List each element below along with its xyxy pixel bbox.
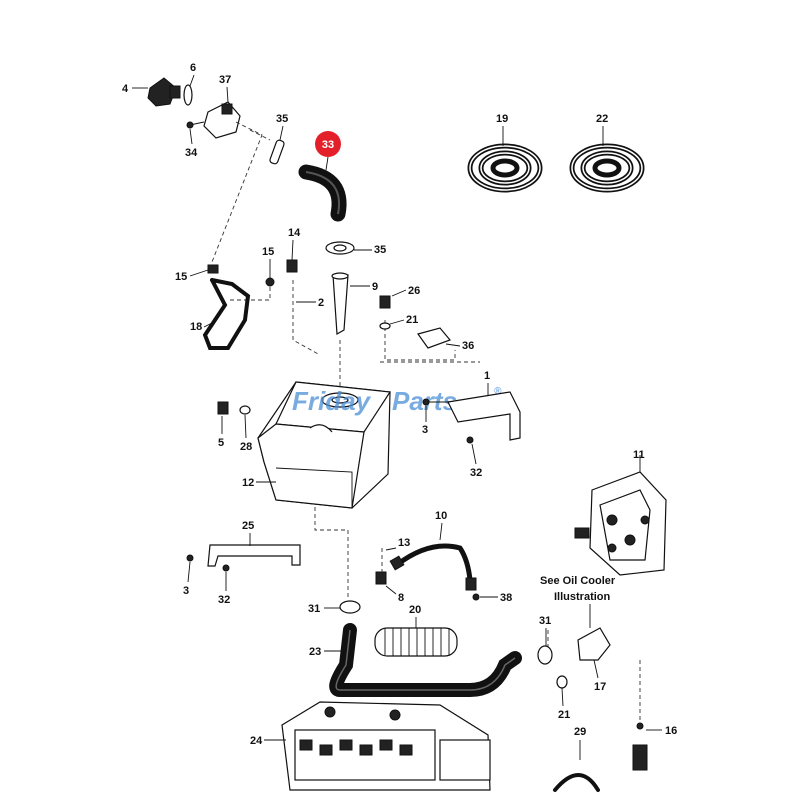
callout-15-upper: 15 [262, 246, 274, 258]
assembly-lines [211, 121, 641, 725]
callout-8: 8 [398, 592, 404, 604]
callout-11: 11 [633, 449, 645, 461]
callout-37: 37 [219, 74, 231, 86]
callout-26: 26 [408, 285, 420, 297]
callout-31-right: 31 [539, 615, 551, 627]
callout-25: 25 [242, 520, 254, 532]
callout-18: 18 [190, 321, 202, 333]
callout-5: 5 [218, 437, 224, 449]
callout-3-lower: 3 [183, 585, 189, 597]
callout-35-mid: 35 [374, 244, 386, 256]
callout-36: 36 [462, 340, 474, 352]
callout-19: 19 [496, 113, 508, 125]
filler-cap-assembly [147, 77, 241, 139]
coil-hoses [467, 143, 645, 193]
callout-24: 24 [250, 735, 263, 747]
callout-33: 33 [322, 139, 334, 151]
callout-32-upper: 32 [470, 467, 482, 479]
callout-4: 4 [122, 83, 129, 95]
callout-21-upper: 21 [406, 314, 418, 326]
svg-text:Friday: Friday [292, 386, 372, 416]
callout-labels: 4 6 37 34 35 33 19 22 35 14 15 15 9 2 26… [122, 62, 677, 760]
callout-31-left: 31 [308, 603, 320, 615]
callout-29: 29 [574, 726, 586, 738]
callout-9: 9 [372, 281, 378, 293]
control-valve [574, 455, 667, 771]
callout-34: 34 [185, 147, 198, 159]
callout-2: 2 [318, 297, 324, 309]
callout-28: 28 [240, 441, 252, 453]
callout-10: 10 [435, 510, 447, 522]
callout-1: 1 [484, 370, 490, 382]
callout-35-top: 35 [276, 113, 288, 125]
hydraulic-tank [257, 381, 392, 509]
callout-32-lower: 32 [218, 594, 230, 606]
clamps-and-guard [339, 600, 458, 657]
callout-15-lower: 15 [175, 271, 187, 283]
svg-text:®: ® [494, 386, 502, 397]
bracket-top [422, 391, 521, 444]
suction-hose [329, 623, 611, 697]
callout-17: 17 [594, 681, 606, 693]
hose-loop [202, 278, 251, 350]
callout-21-lower: 21 [558, 709, 570, 721]
tank-fittings [217, 401, 251, 415]
callout-38: 38 [500, 592, 512, 604]
oil-cooler-note-line1: See Oil Cooler [540, 575, 616, 587]
hydraulic-pump [281, 701, 600, 792]
small-fittings [207, 259, 452, 349]
callout-14: 14 [288, 227, 301, 239]
hydraulic-hose-10 [375, 543, 480, 601]
callout-20: 20 [409, 604, 421, 616]
callout-16: 16 [665, 725, 677, 737]
callout-12: 12 [242, 477, 254, 489]
filler-neck-parts [269, 139, 355, 335]
callout-3-upper: 3 [422, 424, 428, 436]
callout-13: 13 [398, 537, 410, 549]
oil-cooler-note-line2: Illustration [554, 591, 611, 603]
bracket-bottom [186, 544, 301, 572]
callout-23: 23 [309, 646, 321, 658]
callout-33-highlight [315, 131, 341, 157]
callout-6: 6 [190, 62, 196, 74]
callout-22: 22 [596, 113, 608, 125]
